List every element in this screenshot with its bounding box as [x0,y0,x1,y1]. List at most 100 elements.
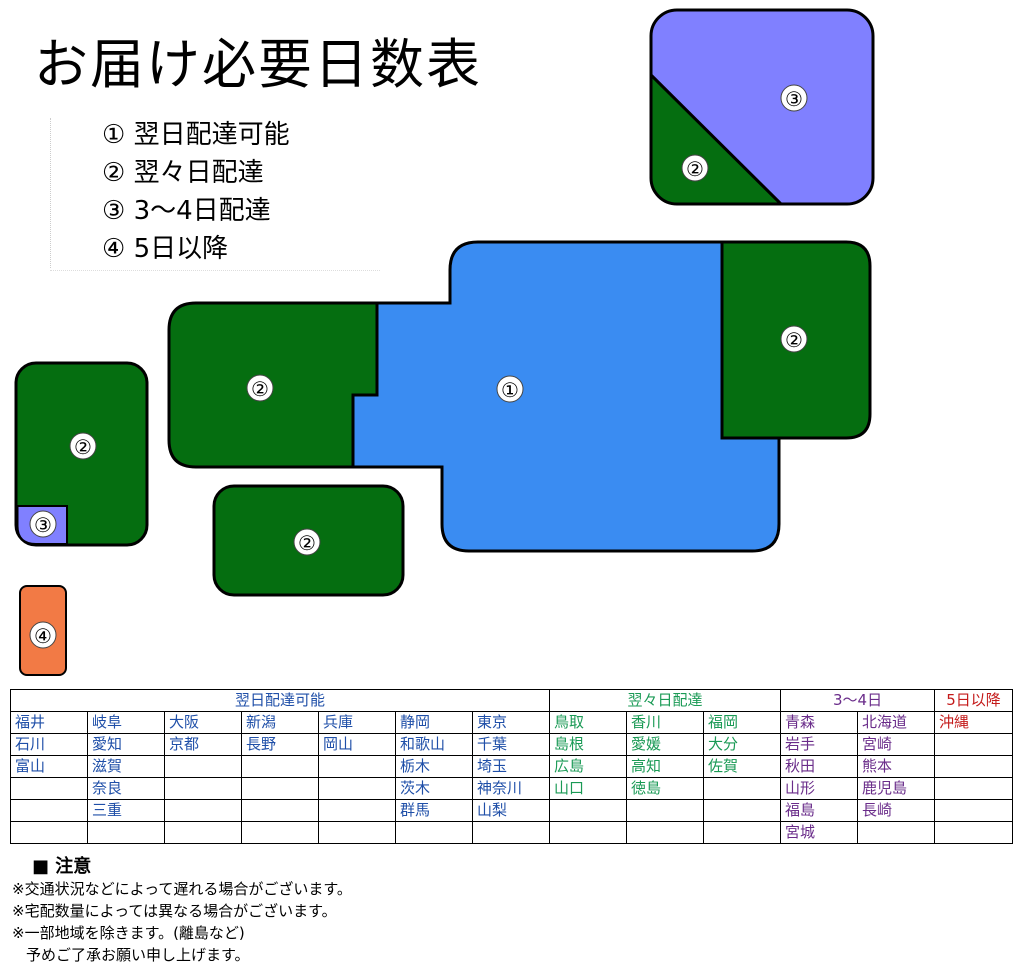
table-cell [164,777,242,800]
table-cell: 佐賀 [703,755,782,778]
note-line: ※宅配数量によっては異なる場合がございます。 [12,902,337,920]
table-cell: 富山 [10,755,88,778]
table-cell [87,821,165,844]
delivery-map: ③ ② ② ① ② ② ② ③ ④ [14,8,875,676]
table-cell: 千葉 [471,733,551,756]
table-cell [703,777,782,800]
notes: ■ 注意 ※交通状況などによって遅れる場合がございます。 ※宅配数量によっては異… [12,856,352,966]
table-body: 福井岐阜大阪新潟兵庫静岡東京鳥取香川福岡青森北海道沖縄石川愛知京都長野岡山和歌山… [10,711,1014,844]
table-cell [241,777,319,800]
table-header-row: 翌日配達可能 翌々日配達 3～4日 5日以降 [9,689,1014,712]
table-cell: 宮崎 [857,733,936,756]
table-cell [10,777,88,800]
hokkaido-upper-marker: ③ [785,87,803,111]
table-cell [395,821,473,844]
table-cell: 山口 [549,777,628,800]
chugoku-marker: ② [251,377,269,401]
table-cell [318,755,396,778]
table-cell [857,821,936,844]
tohoku-marker: ② [785,328,803,352]
marker-circle [29,510,57,538]
table-cell [471,821,551,844]
legend-marker: ② [102,158,126,188]
table-cell: 広島 [549,755,628,778]
table-cell [241,821,319,844]
table-cell: 群馬 [395,799,473,822]
table-cell: 奈良 [87,777,165,800]
note-line: 予めご了承お願い申し上げます。 [26,946,250,964]
table-cell: 栃木 [395,755,473,778]
legend-label: 5日以降 [133,234,229,264]
marker-circle [681,154,709,182]
table-cell [241,799,319,822]
table-cell: 茨木 [395,777,473,800]
legend-item-day5: ④ 5日以降 [102,230,290,268]
hokkaido-outline [649,8,875,206]
legend-border [50,118,52,268]
table-cell: 島根 [549,733,628,756]
table-cell: 長崎 [857,799,936,822]
legend-item-day2: ② 翌々日配達 [102,154,290,192]
table-cell [318,821,396,844]
table-cell [626,821,705,844]
region-kyushu: ② ③ [14,361,149,547]
table-cell: 京都 [164,733,242,756]
table-cell [549,821,628,844]
table-cell: 山形 [780,777,859,800]
table-cell: 静岡 [395,711,473,734]
table-cell [934,799,1014,822]
notes-heading-text: 注意 [55,856,92,877]
note-line: ※交通状況などによって遅れる場合がございます。 [12,880,352,898]
table-cell: 福井 [10,711,88,734]
table-cell: 鳥取 [549,711,628,734]
table-row: 宮城 [10,821,1014,844]
table-cell: 滋賀 [87,755,165,778]
table-cell [549,799,628,822]
region-hokkaido: ③ ② [649,8,875,206]
table-cell [318,777,396,800]
legend-item-day1: ① 翌日配達可能 [102,116,290,154]
header-day1: 翌日配達可能 [9,689,551,712]
table-cell [626,799,705,822]
notes-heading: ■ 注意 [32,856,92,877]
legend-marker: ① [102,120,126,150]
legend-item-day34: ③ 3～4日配達 [102,192,290,230]
region-okinawa: ④ [19,585,67,676]
legend-marker: ③ [102,196,126,226]
table-cell [164,755,242,778]
table-cell [934,821,1014,844]
header-day2: 翌々日配達 [549,689,782,712]
table-cell: 熊本 [857,755,936,778]
marker-circle [780,325,808,353]
table-cell [318,799,396,822]
okinawa-marker: ④ [34,624,52,648]
table-cell: 愛媛 [626,733,705,756]
table-cell: 福岡 [703,711,782,734]
central-marker: ① [501,378,519,402]
table-cell [164,821,242,844]
table-cell [934,755,1014,778]
table-cell: 岩手 [780,733,859,756]
marker-circle [246,374,274,402]
page-title: お届け必要日数表 [34,33,482,96]
table-cell: 愛知 [87,733,165,756]
table-cell: 沖縄 [934,711,1014,734]
kyushu-marker: ② [74,435,92,459]
marker-circle [69,432,97,460]
note-line: ※一部地域を除きます。(離島など) [12,924,245,942]
legend-label: 翌日配達可能 [133,120,290,150]
region-central: ① [351,240,781,553]
table-cell: 長野 [241,733,319,756]
header-day5: 5日以降 [934,689,1014,712]
table-cell [703,821,782,844]
table-cell [164,799,242,822]
marker-circle [293,528,321,556]
table-cell [934,777,1014,800]
table-cell: 岡山 [318,733,396,756]
header-day34: 3～4日 [780,689,936,712]
table-cell: 高知 [626,755,705,778]
delivery-table: 翌日配達可能 翌々日配達 3～4日 5日以降 福井岐阜大阪新潟兵庫静岡東京鳥取香… [9,689,1014,844]
table-row: 石川愛知京都長野岡山和歌山千葉島根愛媛大分岩手宮崎 [10,733,1014,756]
hokkaido-lower-marker: ② [686,157,704,181]
table-cell [241,755,319,778]
